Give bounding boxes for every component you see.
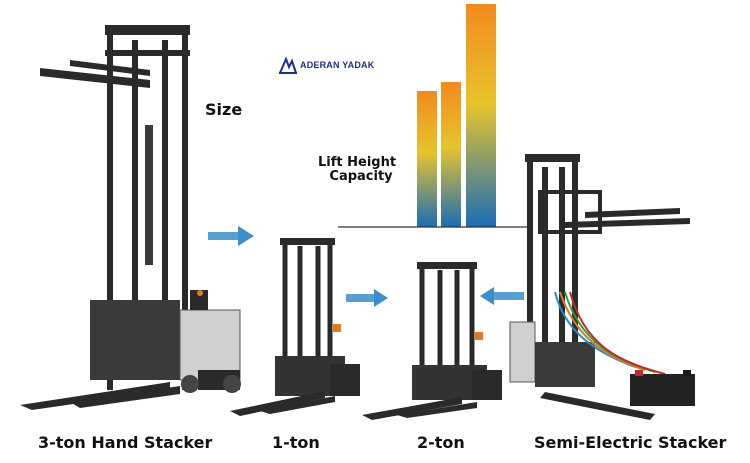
chart-bar	[441, 82, 461, 227]
caption-semi-electric: Semi-Electric Stacker	[534, 433, 727, 452]
caption-hand-stacker: 3-ton Hand Stacker	[38, 433, 213, 452]
caption-1ton: 1-ton	[272, 433, 320, 452]
hand-stacker-3ton-image	[20, 25, 241, 410]
lift-height-label: Lift Height Capacity	[318, 156, 396, 184]
arrow-right-icon	[346, 289, 388, 307]
lift-height-line2: Capacity	[329, 169, 393, 184]
chart-bar	[417, 90, 437, 227]
stacker-1ton-image	[230, 238, 360, 416]
logo-text: ADERAN YADAK	[300, 60, 375, 70]
size-label: Size	[205, 100, 243, 119]
arrow-right-icon	[208, 226, 254, 246]
chart-bar	[466, 4, 496, 227]
semi-electric-stacker-image	[509, 154, 695, 420]
stacker-2ton-image	[362, 262, 502, 420]
logo-mark-icon	[279, 56, 297, 74]
caption-2ton: 2-ton	[417, 433, 465, 452]
lift-height-bar-chart	[338, 4, 530, 228]
lift-height-line1: Lift Height	[318, 155, 397, 170]
arrow-left-icon	[480, 287, 524, 305]
brand-logo: ADERAN YADAK	[278, 56, 378, 76]
